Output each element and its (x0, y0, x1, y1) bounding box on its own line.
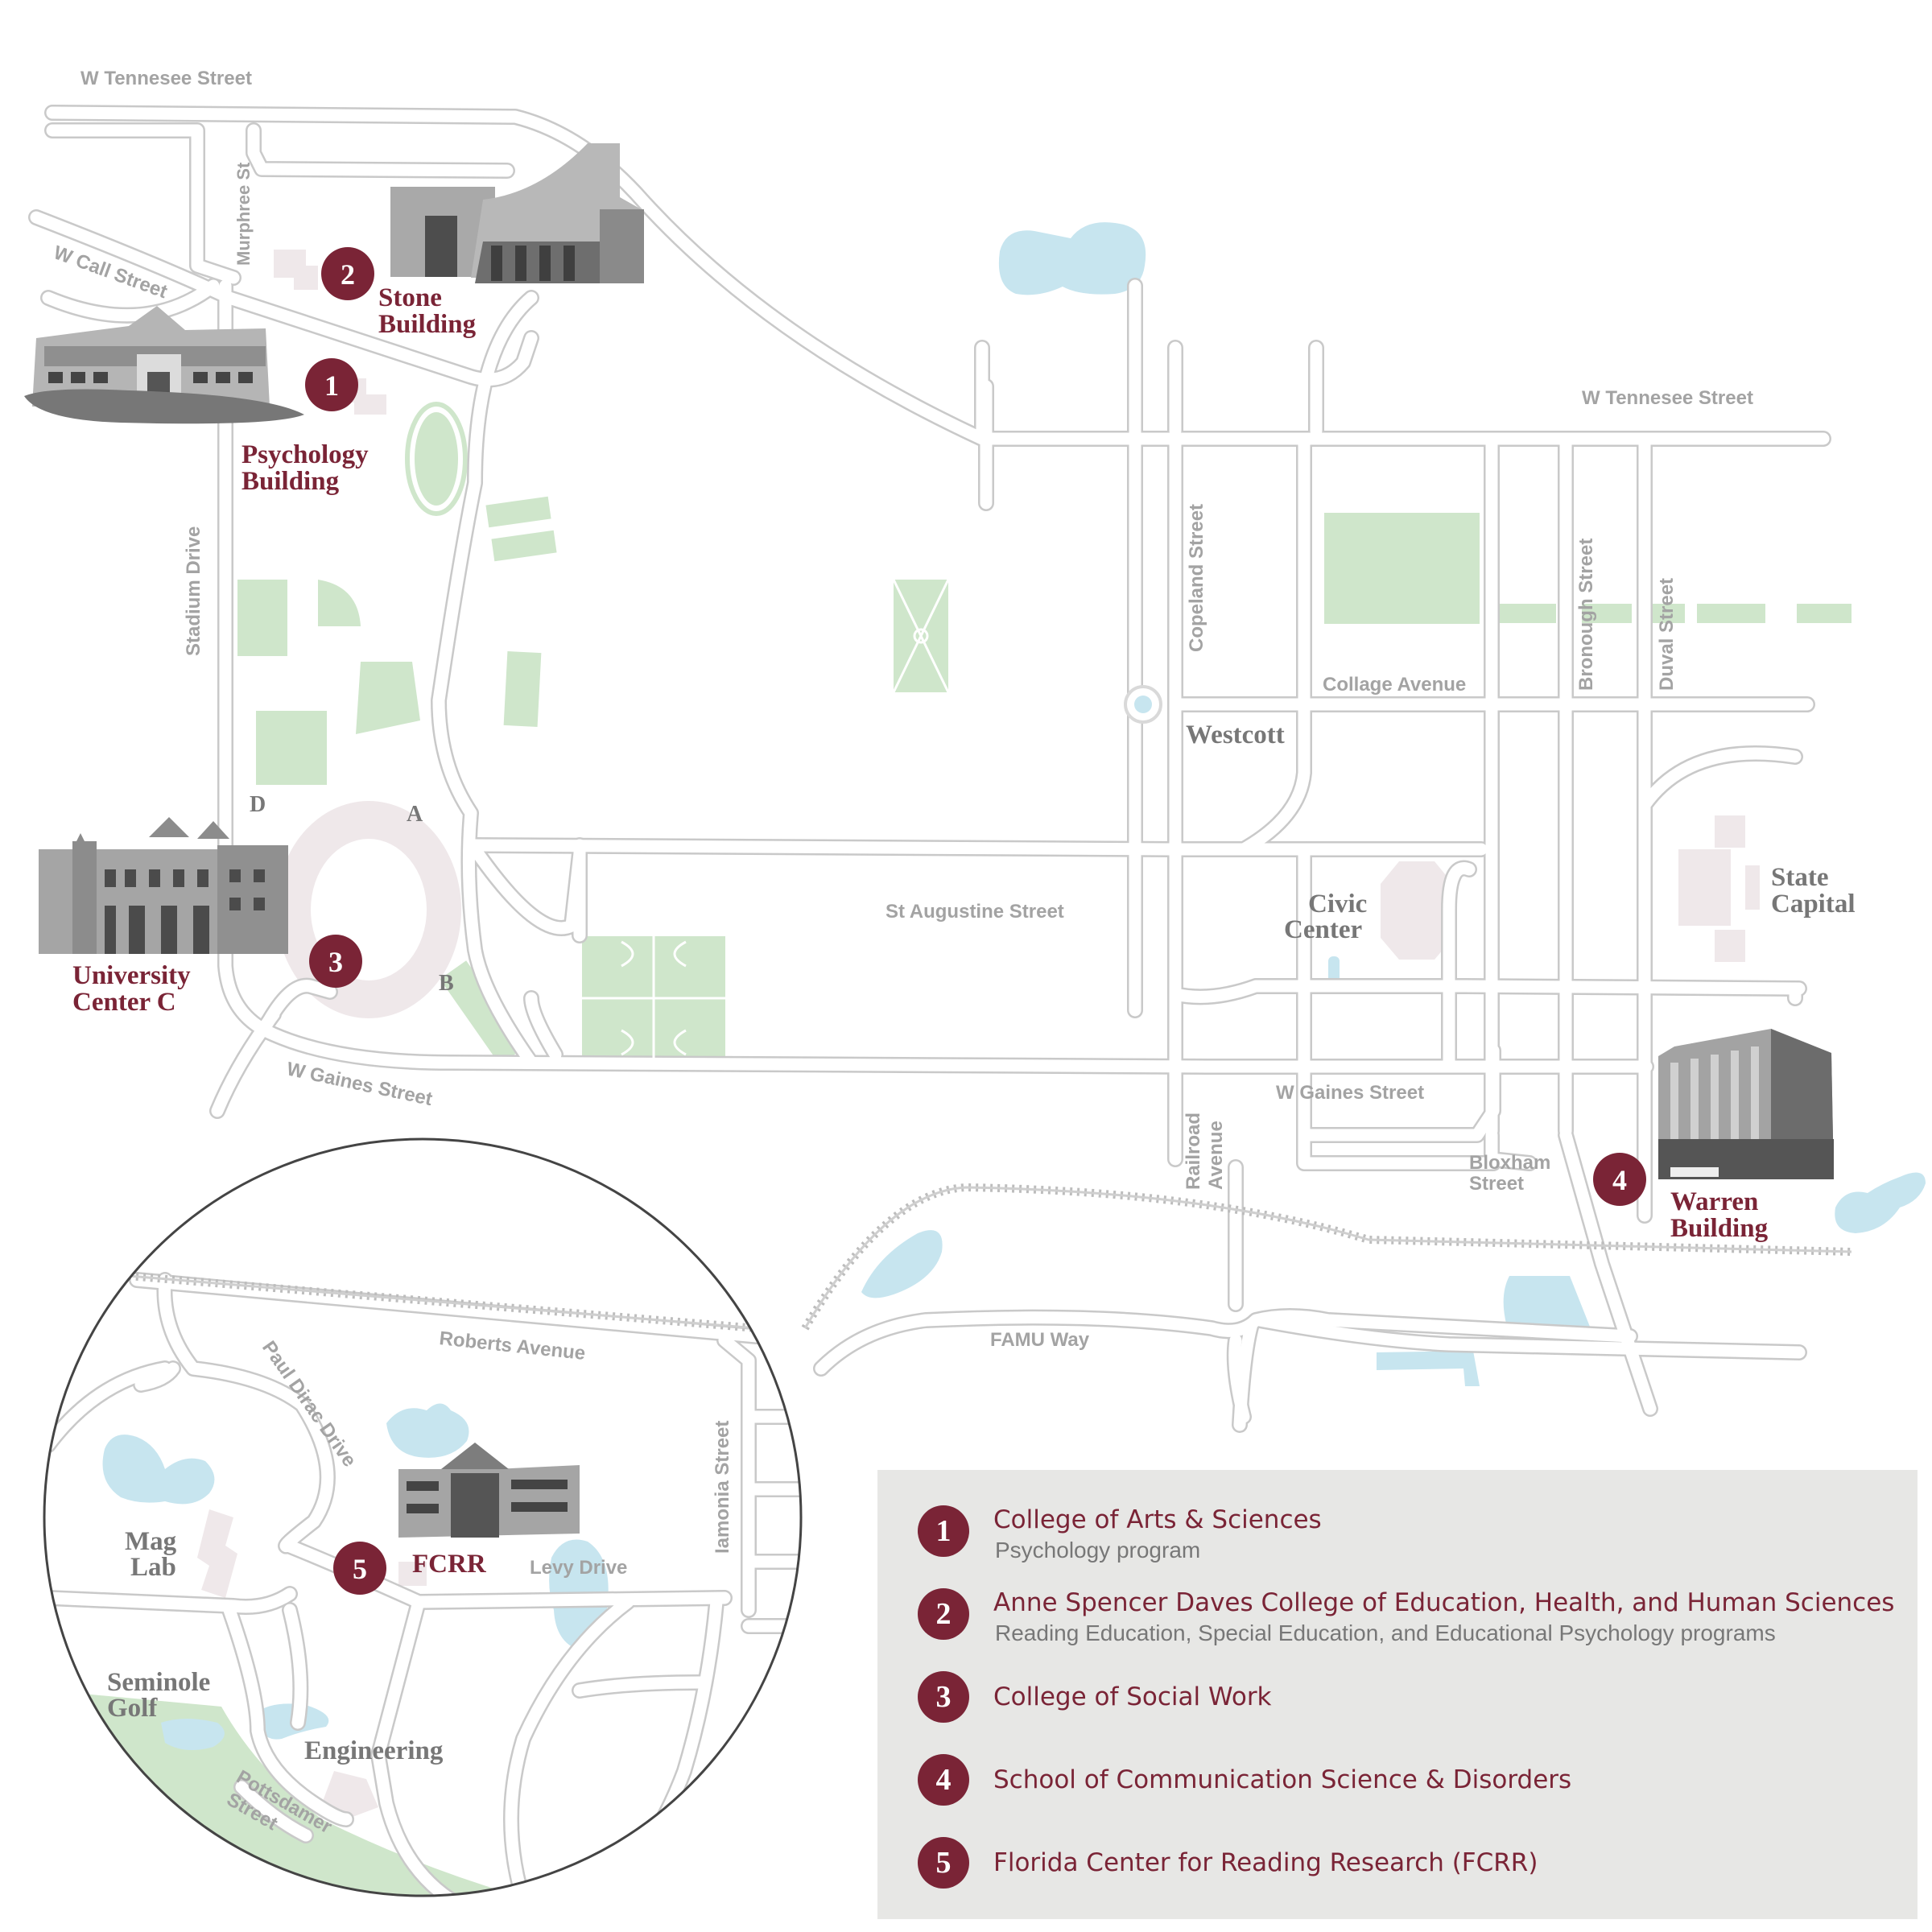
label-fcrr: FCRR (412, 1550, 487, 1579)
label-ucc-line2: Center C (72, 988, 176, 1017)
legend-title-4: School of Communication Science & Disord… (993, 1765, 1572, 1794)
label-murphree: Murphree St (233, 162, 254, 266)
building-labels: Stone Building Psychology Building Unive… (72, 283, 1769, 1243)
label-westcott: Westcott (1186, 720, 1285, 749)
psychology-building-illustration (24, 306, 304, 424)
legend-badge-2: 2 (918, 1588, 969, 1640)
stone-building-illustration (390, 143, 644, 283)
fcrr-building-illustration (398, 1443, 580, 1538)
inset-map: Roberts Avenue Paul Dirac Drive Iamonia … (43, 1137, 803, 1897)
label-railroad-line1: Railroad (1183, 1113, 1204, 1190)
marker-1[interactable]: 1 (305, 358, 358, 411)
svg-text:1: 1 (324, 369, 339, 402)
legend-title-5: Florida Center for Reading Research (FCR… (993, 1848, 1538, 1877)
label-bronough: Bronough Street (1575, 539, 1597, 691)
parks (237, 402, 1852, 1065)
label-stone-line2: Building (378, 310, 477, 339)
svg-text:5: 5 (353, 1553, 367, 1585)
label-stadium-drive: Stadium Drive (183, 526, 204, 656)
place-labels: Westcott Civic Center State Capital A B … (250, 720, 1856, 996)
label-ucc-line1: University (72, 961, 191, 990)
label-duval: Duval Street (1656, 578, 1678, 691)
label-levy-drive: Levy Drive (530, 1557, 627, 1579)
legend-item-5[interactable]: 5 Florida Center for Reading Research (F… (918, 1837, 1908, 1901)
label-engineering: Engineering (304, 1736, 444, 1765)
label-warren-line1: Warren (1670, 1187, 1758, 1216)
water-bodies (861, 222, 1926, 1386)
legend-subtitle-1: Psychology program (995, 1538, 1201, 1563)
stadium-letter-d: D (250, 792, 266, 817)
legend-badge-1: 1 (918, 1505, 969, 1557)
label-state-line1: State (1771, 863, 1828, 892)
label-psych-line1: Psychology (242, 440, 369, 469)
legend-badge-4: 4 (918, 1754, 969, 1806)
marker-2[interactable]: 2 (321, 247, 374, 300)
label-bloxham-line1: Bloxham (1469, 1152, 1550, 1174)
warren-building-illustration (1658, 1029, 1834, 1179)
stadium-letter-a: A (407, 802, 423, 827)
svg-text:4: 4 (1612, 1164, 1627, 1196)
legend-item-1[interactable]: 1 College of Arts & Sciences Psychology … (918, 1505, 1908, 1570)
label-seminole-line1: Seminole (107, 1668, 210, 1697)
legend-title-3: College of Social Work (993, 1682, 1272, 1711)
label-famu-way: FAMU Way (990, 1329, 1090, 1351)
svg-text:2: 2 (341, 258, 355, 291)
label-psych-line2: Building (242, 467, 340, 496)
railway (801, 1183, 1852, 1331)
label-mag-line2: Lab (130, 1553, 176, 1582)
label-mag-line1: Mag (125, 1527, 177, 1556)
label-w-tennesee-top: W Tennesee Street (80, 68, 252, 89)
legend-title-1: College of Arts & Sciences (993, 1505, 1322, 1534)
legend-badge-3: 3 (918, 1671, 969, 1723)
label-stone-line1: Stone (378, 283, 442, 312)
label-railroad-line2: Avenue (1205, 1121, 1227, 1190)
road-network (28, 105, 1831, 1433)
university-center-illustration (39, 817, 288, 954)
label-collage-avenue: Collage Avenue (1323, 674, 1466, 696)
label-w-tennesee-right: W Tennesee Street (1582, 387, 1753, 409)
fountain (1124, 685, 1162, 724)
marker-4[interactable]: 4 (1593, 1153, 1646, 1206)
label-seminole-line2: Golf (107, 1694, 158, 1723)
label-warren-line2: Building (1670, 1214, 1769, 1243)
label-w-gaines-right: W Gaines Street (1276, 1082, 1424, 1104)
location-markers: 1 2 3 4 (305, 247, 1646, 1206)
legend-item-3[interactable]: 3 College of Social Work (918, 1671, 1908, 1736)
marker-3[interactable]: 3 (309, 935, 362, 988)
legend-badge-5: 5 (918, 1837, 969, 1889)
label-copeland: Copeland Street (1186, 504, 1208, 652)
label-st-augustine: St Augustine Street (886, 901, 1064, 923)
legend-item-2[interactable]: 2 Anne Spencer Daves College of Educatio… (918, 1588, 1908, 1653)
plaza-lines (892, 579, 950, 693)
legend-panel: 1 College of Arts & Sciences Psychology … (877, 1470, 1918, 1919)
marker-5[interactable]: 5 (333, 1542, 386, 1595)
label-state-line2: Capital (1771, 890, 1856, 919)
legend-title-2: Anne Spencer Daves College of Education,… (993, 1588, 1895, 1617)
stadium-letter-b: B (439, 971, 454, 996)
svg-text:3: 3 (328, 946, 343, 978)
label-bloxham-line2: Street (1469, 1173, 1524, 1195)
label-civic-line1: Civic (1308, 890, 1367, 919)
label-civic-line2: Center (1284, 915, 1362, 944)
label-iamonia: Iamonia Street (712, 1421, 733, 1554)
sports-courts (582, 936, 725, 1061)
legend-subtitle-2: Reading Education, Special Education, an… (995, 1620, 1776, 1645)
legend-item-4[interactable]: 4 School of Communication Science & Diso… (918, 1754, 1908, 1818)
